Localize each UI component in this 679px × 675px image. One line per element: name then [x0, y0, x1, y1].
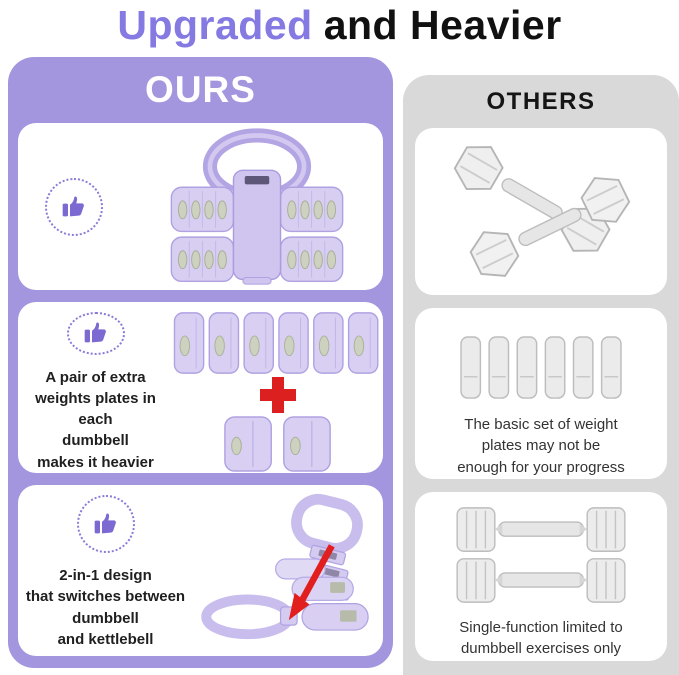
text-line: dumbbell: [72, 609, 139, 627]
text-line: plates may not be: [481, 437, 601, 455]
page-title-rest: and Heavier: [323, 2, 562, 48]
others-card-hex-dumbbells: [415, 128, 667, 295]
text-line: enough for your progress: [457, 458, 625, 476]
red-arrow-icon: [288, 543, 335, 620]
thumbs-up-glyph: [94, 513, 116, 534]
text-line: dumbbell: [62, 432, 129, 450]
ours-card-extra-plates: A pair of extra weights plates in each d…: [18, 302, 383, 473]
others-fixed-dumbbells-text: Single-function limited to dumbbell exer…: [459, 617, 622, 660]
others-fixed-dumbbells-image: [456, 507, 626, 603]
others-card-fixed-dumbbells: Single-function limited to dumbbell exer…: [415, 492, 667, 661]
thumbs-up-glyph: [62, 196, 84, 216]
ours-adjustable-kettlebell-image: [170, 127, 343, 285]
ours-card-2in1: 2-in-1 design that switches between dumb…: [18, 485, 383, 656]
thumbs-up-glyph: [84, 322, 106, 343]
text-line: Single-function limited to: [459, 619, 623, 636]
ours-header: OURS: [145, 69, 256, 110]
text-line: dumbbell exercises only: [460, 640, 622, 658]
others-panel: OTHERS: [403, 75, 679, 675]
text-line: 2-in-1 design: [59, 567, 152, 584]
thumbs-up-icon: [66, 312, 125, 355]
ours-weight-plates-row-image: [173, 312, 379, 374]
text-line: A pair of extra: [45, 368, 146, 386]
ours-2in1-text: 2-in-1 design that switches between dumb…: [26, 565, 185, 650]
text-line: and kettlebell: [57, 630, 154, 648]
page-title-highlight: Upgraded: [117, 2, 313, 48]
others-card-basic-plates: The basic set of weight plates may not b…: [415, 308, 667, 479]
ours-card-kettlebell: [18, 123, 383, 290]
others-hex-dumbbells-image: [453, 145, 630, 277]
others-header: OTHERS: [486, 87, 596, 115]
ours-extra-pair-plates-image: [224, 416, 331, 472]
text-line: The basic set of weight: [464, 416, 618, 433]
text-line: makes it heavier: [37, 453, 154, 471]
thumbs-up-icon: [76, 495, 135, 553]
text-line: that switches between: [25, 588, 186, 606]
ours-2in1-convert-image: [201, 493, 369, 639]
others-basic-plates-text: The basic set of weight plates may not b…: [457, 414, 625, 478]
text-line: weights plates in each: [35, 389, 156, 429]
ours-panel: OURS: [8, 57, 393, 668]
others-weight-plates-image: [460, 336, 622, 399]
plus-icon: [260, 377, 296, 413]
thumbs-up-icon: [45, 177, 103, 236]
ours-extra-plates-text: A pair of extra weights plates in each d…: [18, 367, 173, 473]
